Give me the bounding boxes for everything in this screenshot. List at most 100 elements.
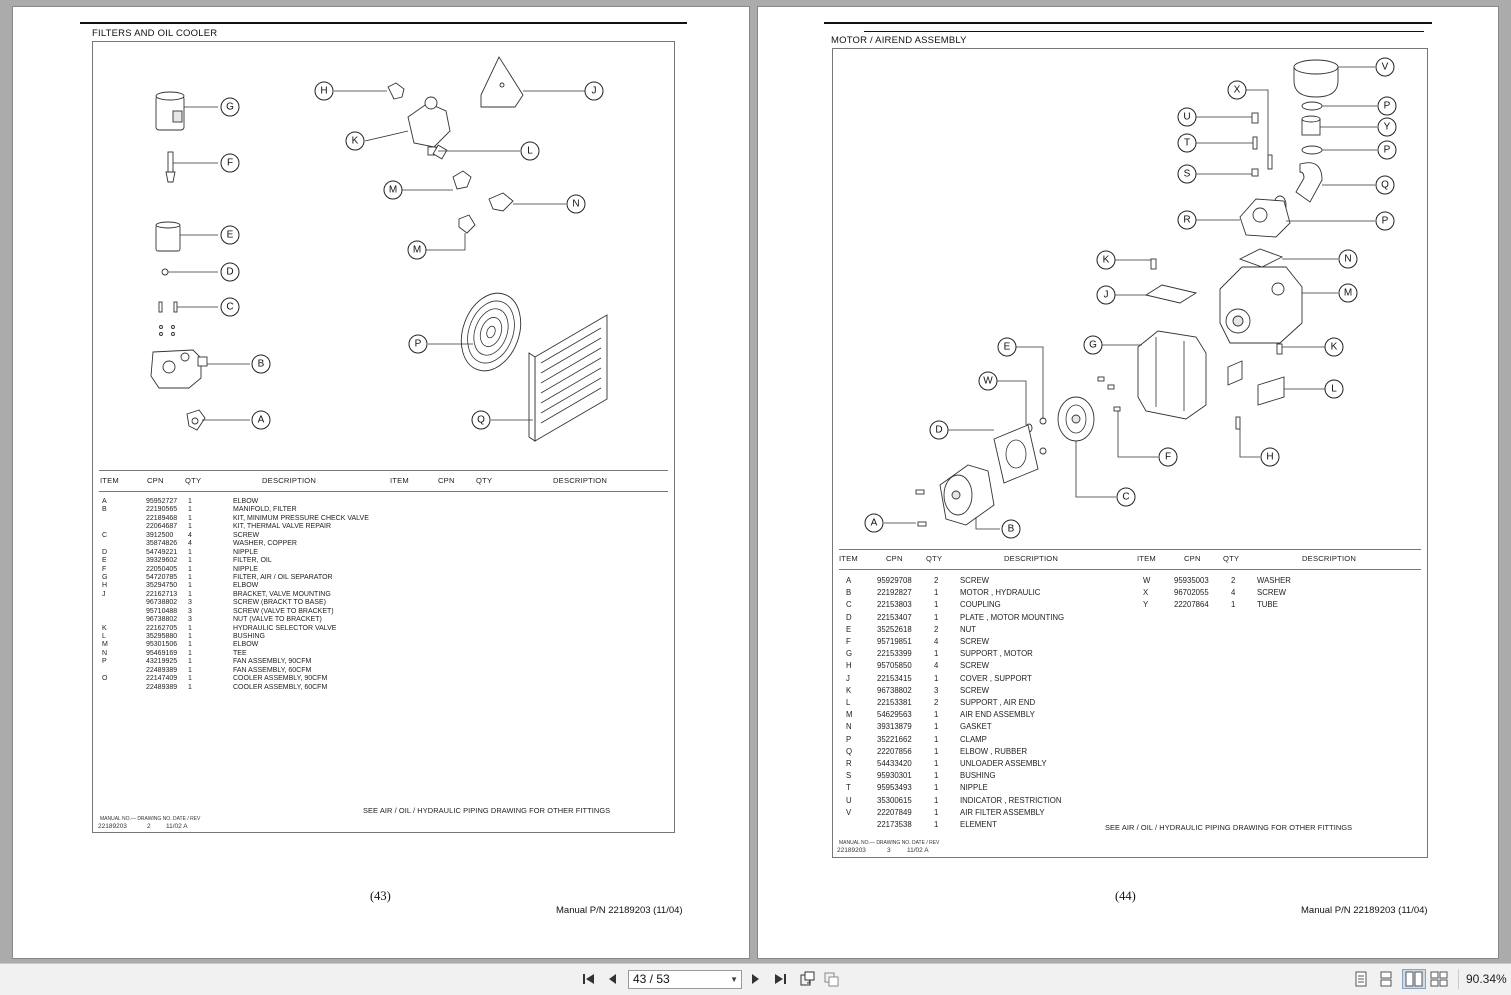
cpn-cell: 22162713: [146, 590, 178, 598]
last-page-icon[interactable]: [771, 970, 789, 988]
cpn-cell: 54629563: [877, 710, 912, 720]
cpn-cell: 95952727: [146, 498, 178, 505]
nipple-part-d: [161, 268, 169, 276]
next-page-icon[interactable]: [746, 970, 764, 988]
qty-cell: 1: [188, 548, 192, 556]
callout-m2: M: [407, 240, 427, 260]
cpn-cell: 22153407: [877, 612, 912, 622]
qty-cell: 4: [934, 637, 939, 647]
single-page-view-icon[interactable]: [1352, 970, 1370, 988]
oil-filter-part: [155, 221, 181, 252]
svg-text:K: K: [352, 136, 359, 147]
manual-ref: Manual P/N 22189203 (11/04): [1301, 905, 1428, 916]
cpn-cell: 35300615: [877, 795, 912, 805]
callout-h: H: [1260, 447, 1280, 467]
col-header: DESCRIPTION: [1302, 554, 1357, 563]
two-page-continuous-icon[interactable]: [1430, 970, 1448, 988]
unloader-part: [1239, 198, 1291, 238]
exploded-parts-diagram: V X P U Y T P S Q R P N K J M E G K W L …: [864, 57, 1397, 539]
callout-l: L: [520, 141, 540, 161]
qty-cell: 1: [188, 514, 192, 522]
svg-text:L: L: [527, 146, 533, 157]
col-header: DESCRIPTION: [1004, 554, 1059, 563]
item-cell: G: [846, 649, 853, 659]
elbow-part-m2: [458, 214, 476, 234]
svg-text:B: B: [1008, 524, 1015, 535]
description-cell: NIPPLE: [233, 565, 258, 573]
coupling-part: [1057, 396, 1095, 442]
svg-text:G: G: [226, 102, 234, 113]
item-cell: H: [102, 582, 108, 590]
qty-cell: 1: [188, 557, 192, 565]
callout-r: R: [1177, 210, 1197, 230]
svg-text:P: P: [415, 339, 422, 350]
support-cover-part: [1144, 284, 1198, 304]
motor-support-part: [1137, 330, 1207, 420]
callout-d: D: [929, 420, 949, 440]
callout-f: F: [220, 153, 240, 173]
svg-text:D: D: [226, 267, 233, 278]
item-cell: [846, 819, 877, 831]
col-header: ITEM: [390, 476, 409, 485]
prev-page-icon[interactable]: [604, 970, 622, 988]
continuous-view-icon[interactable]: [1377, 970, 1395, 988]
document-page-43: FILTERS AND OIL COOLER: [12, 6, 750, 959]
manual-no: 22189203: [98, 823, 127, 830]
callout-s: S: [1177, 164, 1197, 184]
bracket-part-j: [480, 56, 524, 108]
two-page-view-icon[interactable]: [1402, 969, 1426, 989]
cpn-cell: 95469169: [146, 649, 178, 657]
item-cell: M: [846, 710, 853, 720]
col-header: CPN: [147, 476, 164, 485]
callout-y: Y: [1377, 117, 1397, 137]
item-cell: U: [846, 795, 852, 805]
item-cell: [102, 667, 146, 675]
svg-text:P: P: [1384, 145, 1391, 156]
cpn-cell: 22489389: [146, 666, 178, 674]
qty-cell: 1: [188, 641, 192, 649]
qty-cell: 3: [188, 599, 192, 607]
description-cell: SCREW: [1257, 588, 1287, 598]
description-cell: TUBE: [1257, 600, 1278, 610]
cpn-cell: 22162705: [146, 624, 178, 632]
svg-text:P: P: [1382, 216, 1389, 227]
callout-u: U: [1177, 107, 1197, 127]
col-header: ITEM: [1137, 554, 1156, 563]
cpn-cell: 35874826: [146, 540, 178, 548]
zoom-level[interactable]: 90.34%: [1466, 972, 1507, 986]
svg-text:B: B: [258, 359, 265, 370]
callout-a: A: [864, 513, 884, 533]
description-cell: FILTER, OIL: [233, 557, 272, 565]
svg-text:F: F: [227, 158, 233, 169]
svg-text:J: J: [1104, 290, 1109, 301]
cpn-cell: 96702055: [1174, 588, 1209, 598]
item-cell: [102, 684, 146, 692]
indicator-part-u: [1251, 112, 1259, 124]
description-cell: WASHER, COPPER: [233, 540, 297, 548]
item-cell: S: [846, 771, 852, 781]
header-rule-2: [864, 31, 1424, 32]
cpn-cell: 22153803: [877, 600, 912, 610]
elbow-part-m: [452, 170, 472, 190]
description-cell: TEE: [233, 649, 247, 657]
svg-text:C: C: [226, 302, 233, 313]
page-number-select[interactable]: 43 / 53 ▼: [628, 970, 742, 989]
description-cell: CLAMP: [960, 734, 987, 744]
bushing-part-l: [432, 144, 448, 160]
qty-cell: 1: [934, 588, 939, 598]
description-cell: UNLOADER ASSEMBLY: [960, 759, 1047, 769]
screw-part-x: [1267, 154, 1273, 170]
svg-text:M: M: [389, 185, 397, 196]
first-page-icon[interactable]: [580, 970, 598, 988]
rotate-icon[interactable]: [798, 970, 816, 988]
copy-icon[interactable]: [822, 970, 840, 988]
item-cell: E: [102, 557, 107, 565]
